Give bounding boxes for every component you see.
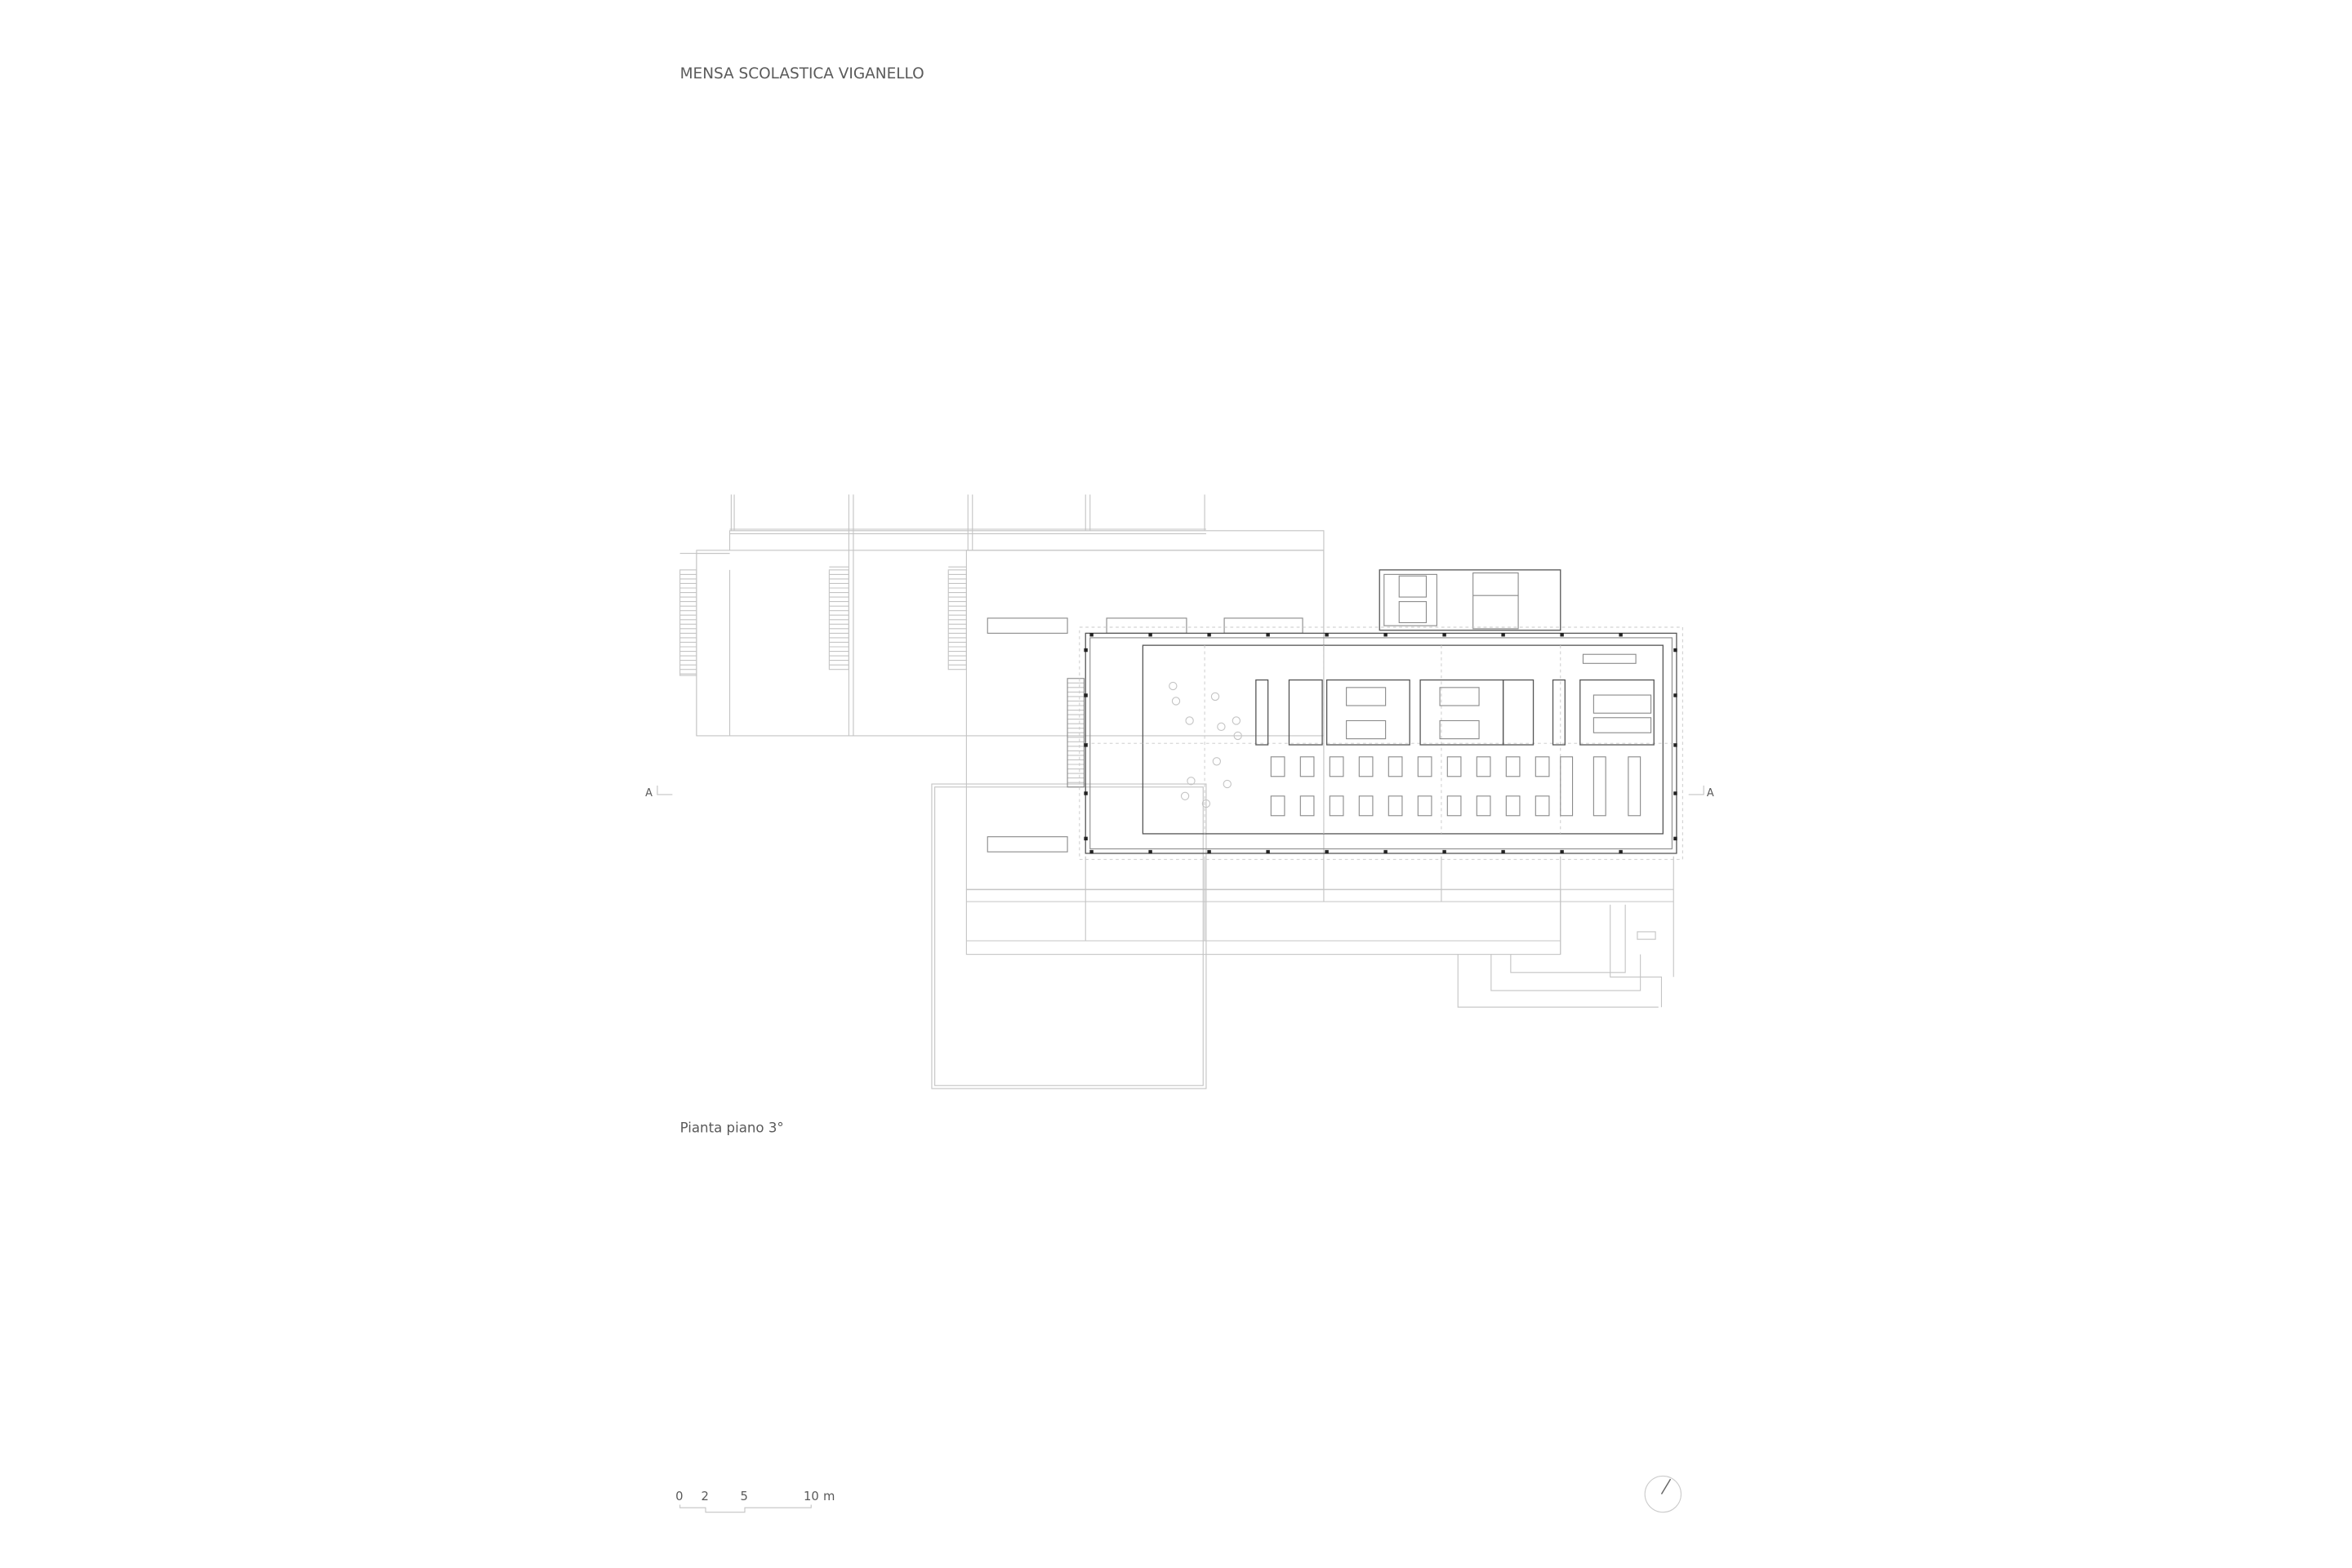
chair <box>1223 779 1232 789</box>
column <box>1442 633 1446 637</box>
column <box>1560 633 1564 637</box>
chair <box>1187 777 1196 786</box>
column <box>1501 849 1505 854</box>
column <box>1619 633 1623 637</box>
svg-text:10: 10 <box>804 1490 819 1503</box>
column <box>1084 743 1088 747</box>
scale-bar: 0 2 5 10 m <box>675 1490 835 1513</box>
west-stair <box>1067 678 1085 788</box>
chair <box>1201 799 1211 808</box>
column <box>1325 633 1329 637</box>
south-portico <box>965 856 1674 1008</box>
chair <box>1217 722 1226 732</box>
table <box>1299 756 1315 777</box>
column <box>1084 791 1088 795</box>
table <box>1329 795 1344 817</box>
column <box>1673 648 1677 653</box>
table <box>1446 795 1462 817</box>
table <box>1446 756 1462 777</box>
stair-tower <box>1379 569 1561 631</box>
column <box>1266 849 1270 854</box>
column <box>1560 849 1564 854</box>
table <box>1388 795 1403 817</box>
column <box>1084 648 1088 653</box>
column <box>1148 849 1152 854</box>
table <box>1560 756 1574 817</box>
section-mark-left: A <box>645 785 673 800</box>
chair <box>1212 757 1222 766</box>
existing-building-left <box>679 494 1325 783</box>
column <box>1089 849 1094 854</box>
section-mark-right: A <box>1688 785 1714 800</box>
table <box>1358 756 1374 777</box>
round-tables <box>1169 681 1242 808</box>
table <box>1535 756 1550 777</box>
table <box>1388 756 1403 777</box>
column <box>1383 633 1388 637</box>
dining-hall <box>1079 626 1683 860</box>
table <box>1417 756 1432 777</box>
column <box>1325 849 1329 854</box>
table <box>1592 756 1606 817</box>
column <box>1207 633 1211 637</box>
floor-plan-drawing: A A <box>645 494 1714 1089</box>
column <box>1673 791 1677 795</box>
north-arrow-icon <box>1644 1475 1682 1513</box>
table <box>1628 756 1642 817</box>
column <box>1442 849 1446 854</box>
column <box>1148 633 1152 637</box>
chair <box>1210 692 1220 702</box>
column <box>1673 743 1677 747</box>
column <box>1207 849 1211 854</box>
table <box>1329 756 1344 777</box>
column <box>1084 836 1088 841</box>
svg-text:A: A <box>645 787 653 800</box>
table <box>1505 795 1521 817</box>
table <box>1535 795 1550 817</box>
chair <box>1171 697 1181 706</box>
column <box>1673 693 1677 697</box>
service-rooms <box>1255 653 1655 746</box>
table <box>1270 795 1285 817</box>
table <box>1358 795 1374 817</box>
svg-text:A: A <box>1707 787 1714 800</box>
chair <box>1233 731 1242 741</box>
table <box>1417 795 1432 817</box>
chair <box>1232 716 1241 725</box>
column <box>1089 633 1094 637</box>
stair-treads <box>679 573 1085 783</box>
svg-text:5: 5 <box>740 1490 747 1503</box>
svg-text:2: 2 <box>701 1490 708 1503</box>
tables <box>1270 756 1642 817</box>
column <box>1383 849 1388 854</box>
chair <box>1185 716 1194 725</box>
lower-terrace <box>931 783 1207 1089</box>
table <box>1505 756 1521 777</box>
column <box>1266 633 1270 637</box>
table <box>1270 756 1285 777</box>
column <box>1619 849 1623 854</box>
table <box>1476 756 1491 777</box>
sheet-title: MENSA SCOLASTICA VIGANELLO <box>680 65 924 82</box>
table <box>1476 795 1491 817</box>
chair <box>1180 791 1190 800</box>
chair <box>1169 681 1178 691</box>
column <box>1084 693 1088 697</box>
svg-text:m: m <box>823 1490 835 1503</box>
benches <box>987 617 1303 853</box>
column <box>1501 633 1505 637</box>
middle-block <box>965 550 1325 890</box>
plan-caption: Pianta piano 3° <box>680 1120 784 1135</box>
column <box>1673 836 1677 841</box>
table <box>1299 795 1315 817</box>
svg-text:0: 0 <box>675 1490 683 1503</box>
